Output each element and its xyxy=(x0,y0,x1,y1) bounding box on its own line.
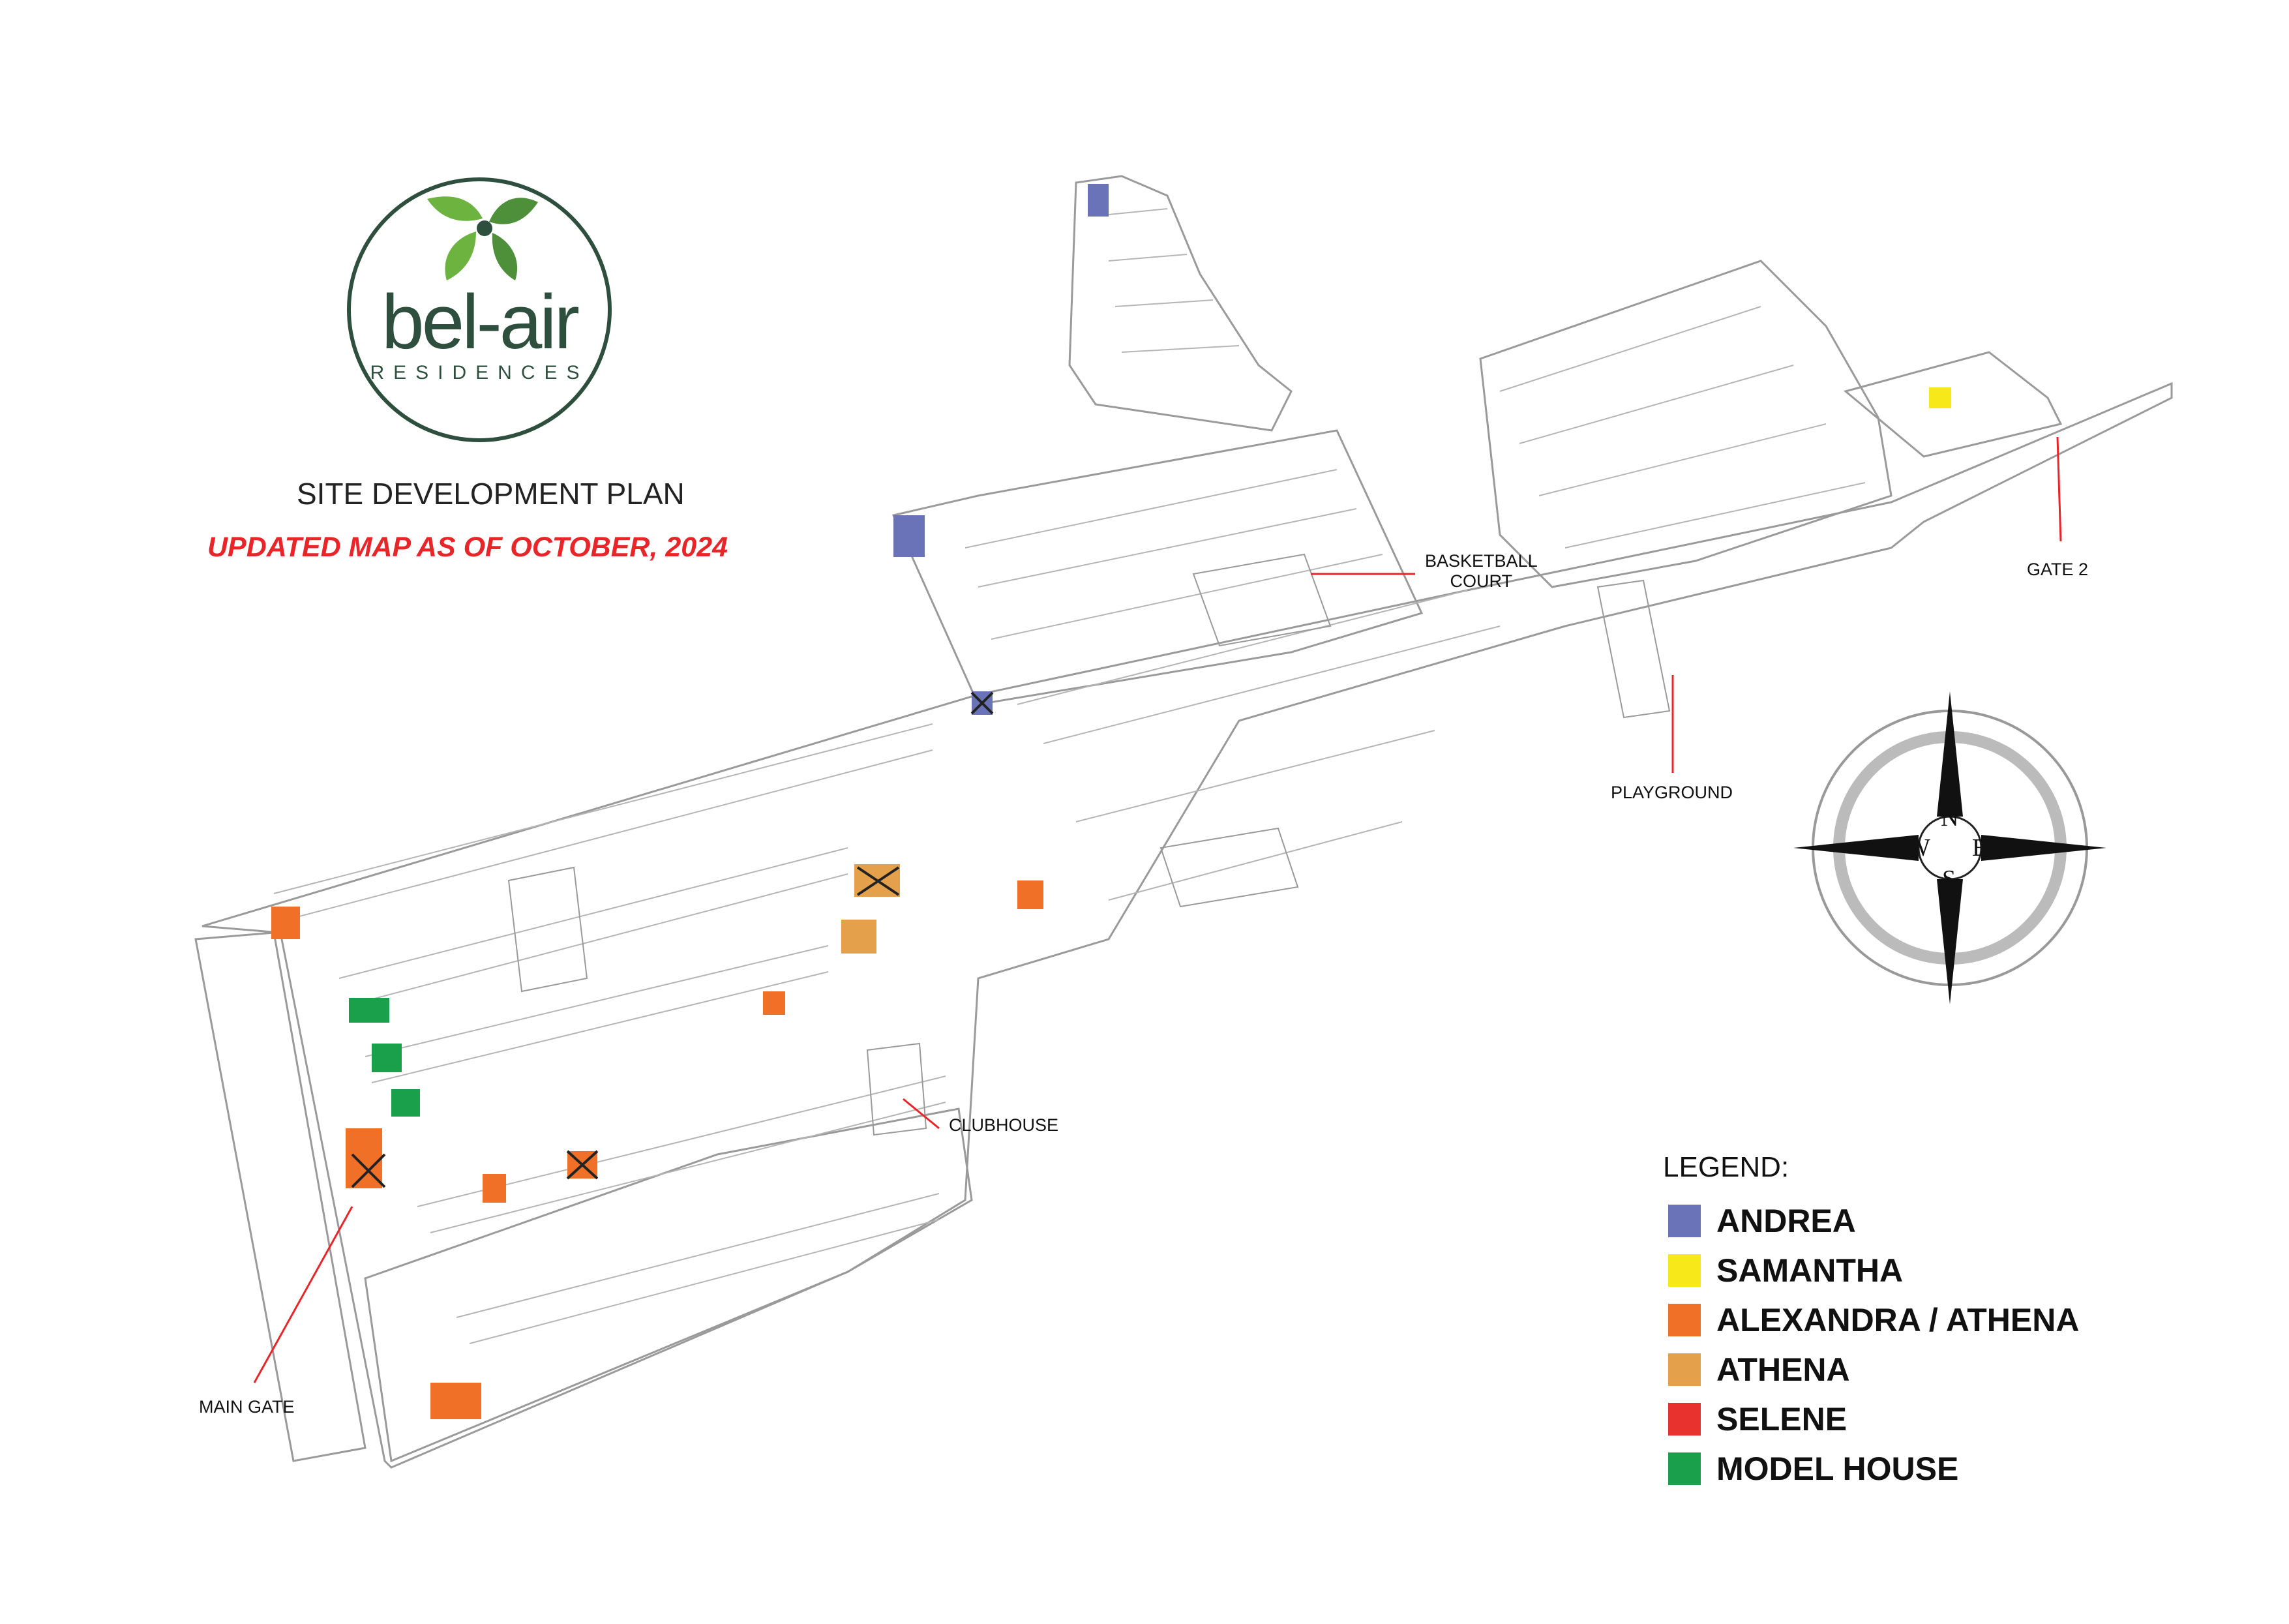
lot-rows xyxy=(273,208,1866,1344)
callout-gate-2: GATE 2 xyxy=(2027,560,2089,579)
legend-swatch xyxy=(1668,1403,1701,1436)
compass-w: W xyxy=(1907,834,1930,862)
legend-label: ALEXANDRA / ATHENA xyxy=(1716,1302,2080,1338)
legend-label: MODEL HOUSE xyxy=(1716,1451,1959,1487)
lot-alexandra-athena xyxy=(483,1174,506,1203)
callout-main-gate: MAIN GATE xyxy=(199,1397,295,1417)
legend-swatch xyxy=(1668,1452,1701,1485)
callout-basketball-court: BASKETBALL COURT xyxy=(1425,551,1538,592)
lot-samantha xyxy=(1929,387,1951,408)
legend-swatch xyxy=(1668,1254,1701,1287)
legend-item: ANDREA xyxy=(1668,1203,1856,1239)
lot-alexandra-athena xyxy=(1017,880,1043,909)
legend-item: ATHENA xyxy=(1668,1351,1850,1388)
legend-item: ALEXANDRA / ATHENA xyxy=(1668,1302,2079,1338)
legend-item: SAMANTHA xyxy=(1668,1252,1904,1289)
logo-ring xyxy=(347,177,612,442)
sold-marks xyxy=(351,691,994,1188)
legend-label: SAMANTHA xyxy=(1716,1252,1904,1289)
lot-andrea xyxy=(893,515,925,557)
logo: bel-air RESIDENCES xyxy=(342,173,616,447)
legend-label: SELENE xyxy=(1716,1401,1848,1437)
legend-swatch xyxy=(1668,1353,1701,1386)
development-outline xyxy=(194,175,2173,1469)
lot-model-house xyxy=(372,1044,402,1072)
lot-model-house xyxy=(391,1089,420,1117)
compass-s: S xyxy=(1942,865,1956,893)
compass-e: E xyxy=(1972,834,1988,862)
legend-title: LEGEND: xyxy=(1663,1151,1789,1183)
leaf-icon xyxy=(427,196,538,280)
legend-label: ATHENA xyxy=(1716,1351,1850,1388)
logo-name: bel-air xyxy=(382,279,580,365)
callout-lines xyxy=(253,436,2062,1383)
lot-alexandra-athena xyxy=(430,1383,481,1419)
callout-playground: PLAYGROUND xyxy=(1611,783,1733,802)
legend-label: ANDREA xyxy=(1716,1203,1856,1239)
lot-athena xyxy=(841,920,876,954)
page-subtitle: UPDATED MAP AS OF OCTOBER, 2024 xyxy=(207,532,728,563)
compass-n: N xyxy=(1941,804,1959,832)
legend-item: MODEL HOUSE xyxy=(1668,1451,1959,1487)
legend-swatch xyxy=(1668,1304,1701,1336)
legend-item: SELENE xyxy=(1668,1401,1848,1437)
lot-alexandra-athena xyxy=(763,991,785,1015)
lot-alexandra-athena xyxy=(271,907,300,939)
callout-clubhouse: CLUBHOUSE xyxy=(949,1115,1059,1135)
lot-andrea xyxy=(1088,184,1109,217)
compass-rose xyxy=(1793,691,2106,1004)
legend-swatch xyxy=(1668,1205,1701,1237)
open-spaces xyxy=(507,553,1671,1136)
page-title: SITE DEVELOPMENT PLAN xyxy=(297,477,685,511)
logo-sub: RESIDENCES xyxy=(370,362,589,383)
lot-model-house xyxy=(349,998,389,1023)
